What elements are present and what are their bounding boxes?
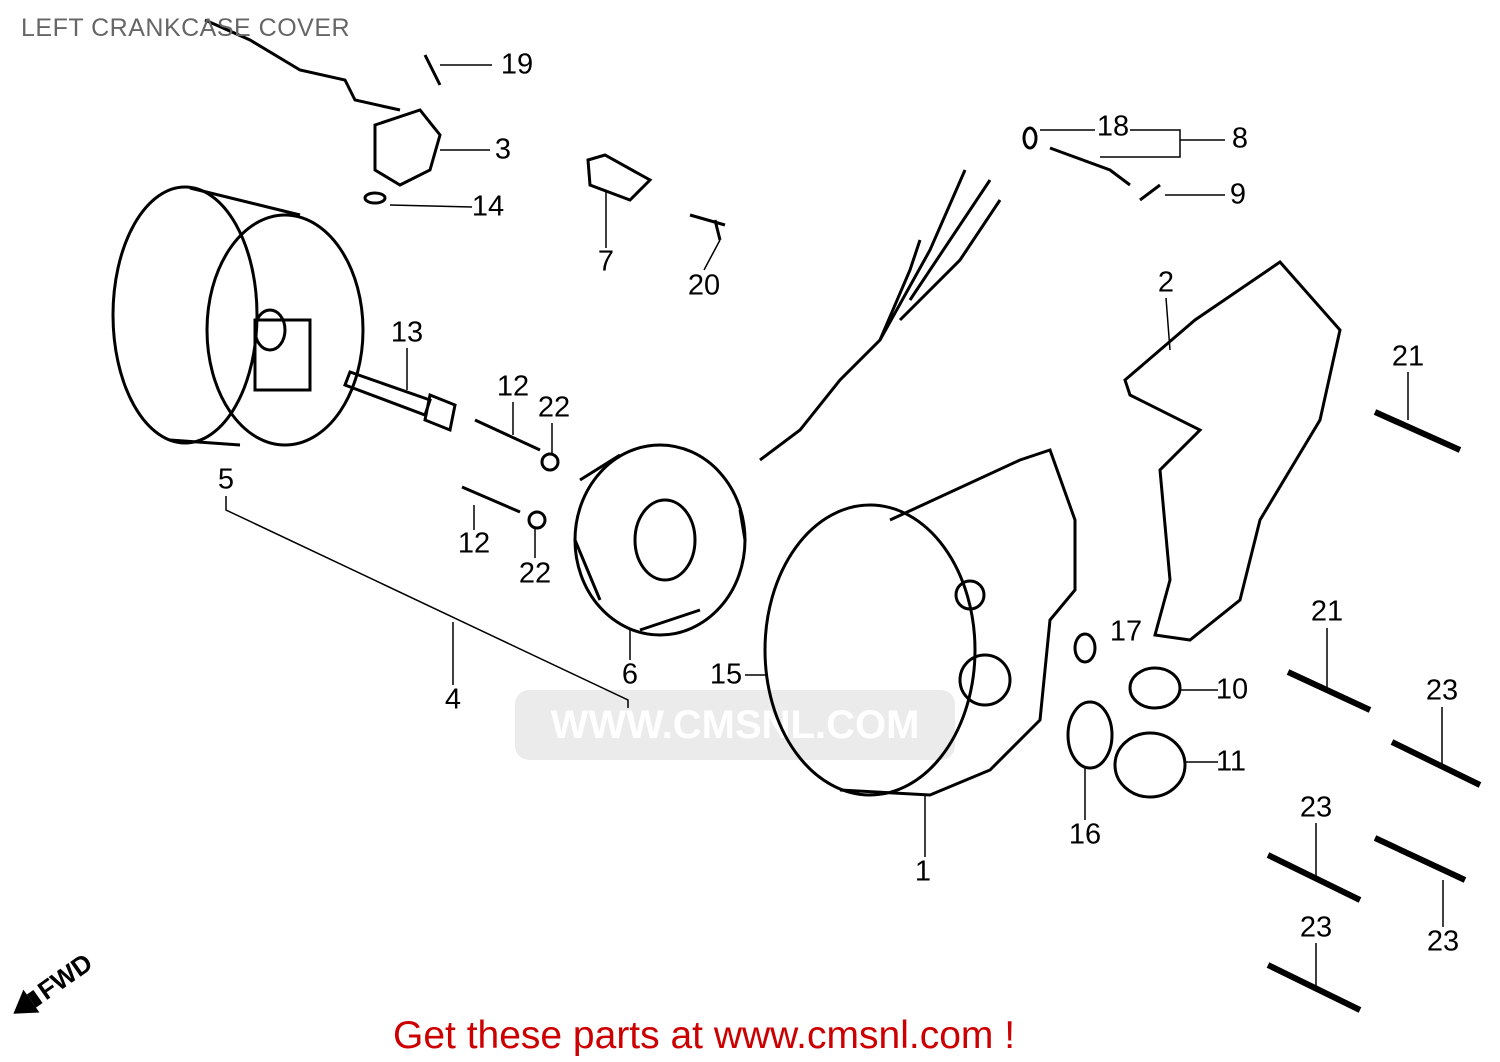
callout-1: 1 (914, 855, 932, 888)
cap-part (1113, 731, 1187, 799)
callout-12: 12 (496, 370, 530, 403)
callout-2: 2 (1157, 266, 1175, 299)
stator-part (573, 443, 747, 637)
callout-19: 19 (500, 48, 534, 81)
callout-8: 8 (1231, 122, 1249, 155)
callout-5: 5 (217, 463, 235, 496)
bolt-part (343, 370, 457, 433)
callout-17: 17 (1109, 615, 1143, 648)
callout-16: 16 (1068, 818, 1102, 851)
flywheel-part (111, 185, 365, 447)
bolts (1266, 409, 1482, 1013)
stator-wires (759, 169, 1002, 462)
shaft-part (1049, 146, 1161, 202)
plug-part (1128, 666, 1182, 710)
callout-21: 21 (1391, 340, 1425, 373)
footer-link[interactable]: Get these parts at www.cmsnl.com ! (393, 1014, 1016, 1057)
crankcase-cover-part (763, 448, 1077, 797)
bolt-part (461, 418, 541, 514)
callout-18: 18 (1096, 110, 1130, 143)
callout-3: 3 (494, 133, 512, 166)
callout-11: 11 (1215, 745, 1247, 778)
watermark: WWW.CMSNL.COM (515, 690, 955, 760)
callout-22: 22 (537, 391, 571, 424)
callout-4: 4 (444, 683, 462, 716)
callout-22: 22 (518, 557, 552, 590)
callout-23: 23 (1299, 791, 1333, 824)
oring-part (1022, 126, 1038, 150)
callout-6: 6 (621, 658, 639, 691)
bracket-part (586, 153, 653, 202)
callout-9: 9 (1229, 178, 1247, 211)
washer-part (527, 510, 547, 530)
gasket-part (1066, 700, 1114, 770)
bolt-part (689, 213, 726, 241)
callout-7: 7 (597, 245, 615, 278)
callout-15: 15 (709, 658, 743, 691)
diagram-title: LEFT CRANKCASE COVER (21, 14, 351, 42)
callout-14: 14 (471, 190, 505, 223)
fwd-arrow-icon: FWD (5, 947, 115, 1026)
sprocket-cover-part (1123, 260, 1342, 642)
callout-12: 12 (457, 527, 491, 560)
callout-10: 10 (1215, 673, 1249, 706)
pulse-generator-part (204, 18, 442, 205)
callout-23: 23 (1425, 674, 1459, 707)
callout-21: 21 (1310, 595, 1344, 628)
callout-20: 20 (687, 269, 721, 302)
oring-part (1073, 632, 1097, 664)
callout-23: 23 (1299, 911, 1333, 944)
washer-part (540, 452, 560, 472)
callout-13: 13 (390, 316, 424, 349)
leader-lines (225, 64, 1444, 988)
callout-23: 23 (1426, 925, 1460, 958)
